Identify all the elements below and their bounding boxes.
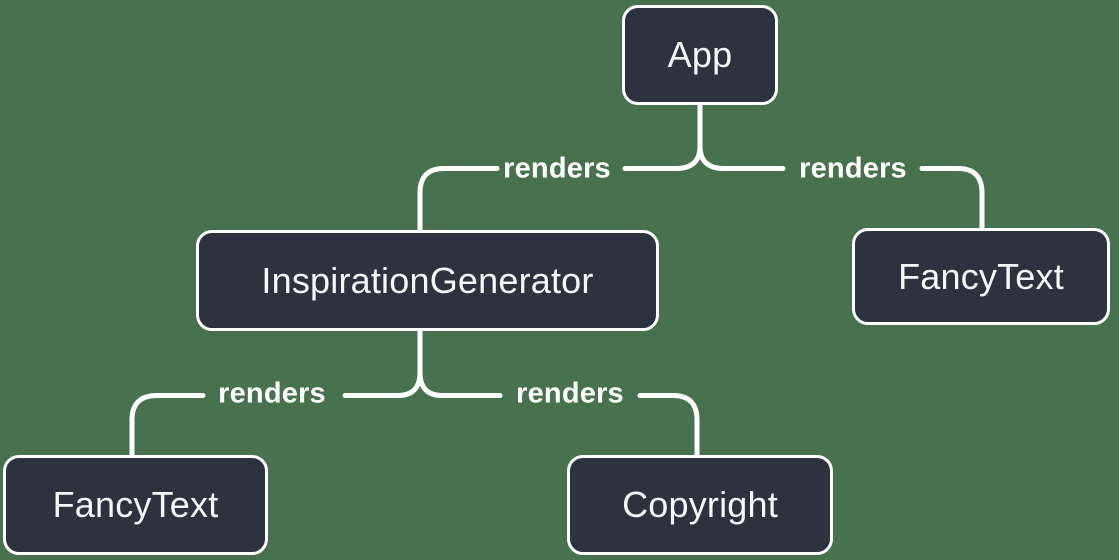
node-app: App bbox=[622, 5, 778, 105]
node-fancytext-top: FancyText bbox=[852, 228, 1110, 325]
edge-label-app-inspirationgenerator: renders bbox=[503, 152, 611, 185]
node-inspiration-generator: InspirationGenerator bbox=[196, 230, 659, 331]
edge-app-to-fancytext bbox=[919, 166, 985, 231]
edge-inspiration-to-copyright bbox=[637, 393, 700, 458]
edge-label-inspirationgenerator-copyright: renders bbox=[516, 377, 624, 410]
edge-label-inspirationgenerator-fancytext: renders bbox=[218, 377, 326, 410]
edge-app-split bbox=[622, 143, 786, 171]
edge-label-app-fancytext: renders bbox=[799, 152, 907, 185]
edge-inspiration-split bbox=[342, 369, 503, 398]
node-copyright: Copyright bbox=[567, 455, 833, 555]
edge-app-to-inspiration bbox=[417, 166, 500, 233]
edge-inspiration-to-fancytext bbox=[129, 393, 206, 458]
node-fancytext-bottom: FancyText bbox=[3, 455, 268, 555]
